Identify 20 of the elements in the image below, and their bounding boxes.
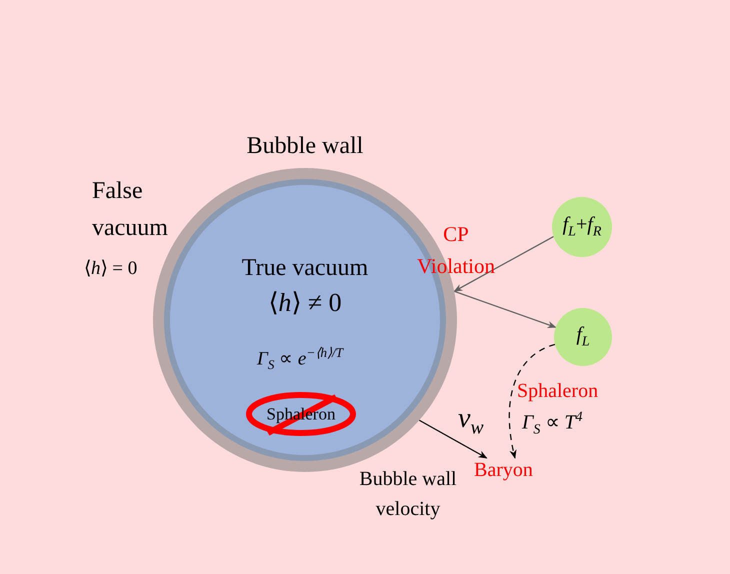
- rate-formula: Γ$_{S}$ ∝ T$^{4}$: [522, 411, 583, 438]
- field-value: ⟨h⟩ = 0: [84, 259, 138, 278]
- field-value: ⟨h⟩ ≠ 0: [268, 290, 342, 316]
- arrow: [454, 290, 557, 328]
- dashed-arrow: [508, 344, 556, 459]
- wall-label: Bubble wall: [246, 134, 364, 158]
- particle-circle: [554, 308, 612, 366]
- velocity-label: Bubble wall velocity: [358, 467, 458, 522]
- process-label: Sphaleron: [517, 381, 598, 401]
- region-label: True vacuum: [242, 256, 368, 280]
- arrow: [418, 420, 488, 459]
- particle-circle: [552, 197, 612, 257]
- particle-label: f$_{L}$: [576, 324, 590, 350]
- region-label: False vacuum: [92, 177, 169, 243]
- particle-label: f$_{L}$+f$_{R}$: [562, 214, 602, 240]
- baryon-label: Baryon: [474, 458, 542, 482]
- edge-label: v$_{w}$: [458, 405, 484, 438]
- rate-formula: Γ$_{S}$ ∝ e$^{−⟨h⟩/T}$: [256, 346, 344, 372]
- arrow: [453, 236, 554, 292]
- effect-label: CP Violation: [416, 221, 496, 280]
